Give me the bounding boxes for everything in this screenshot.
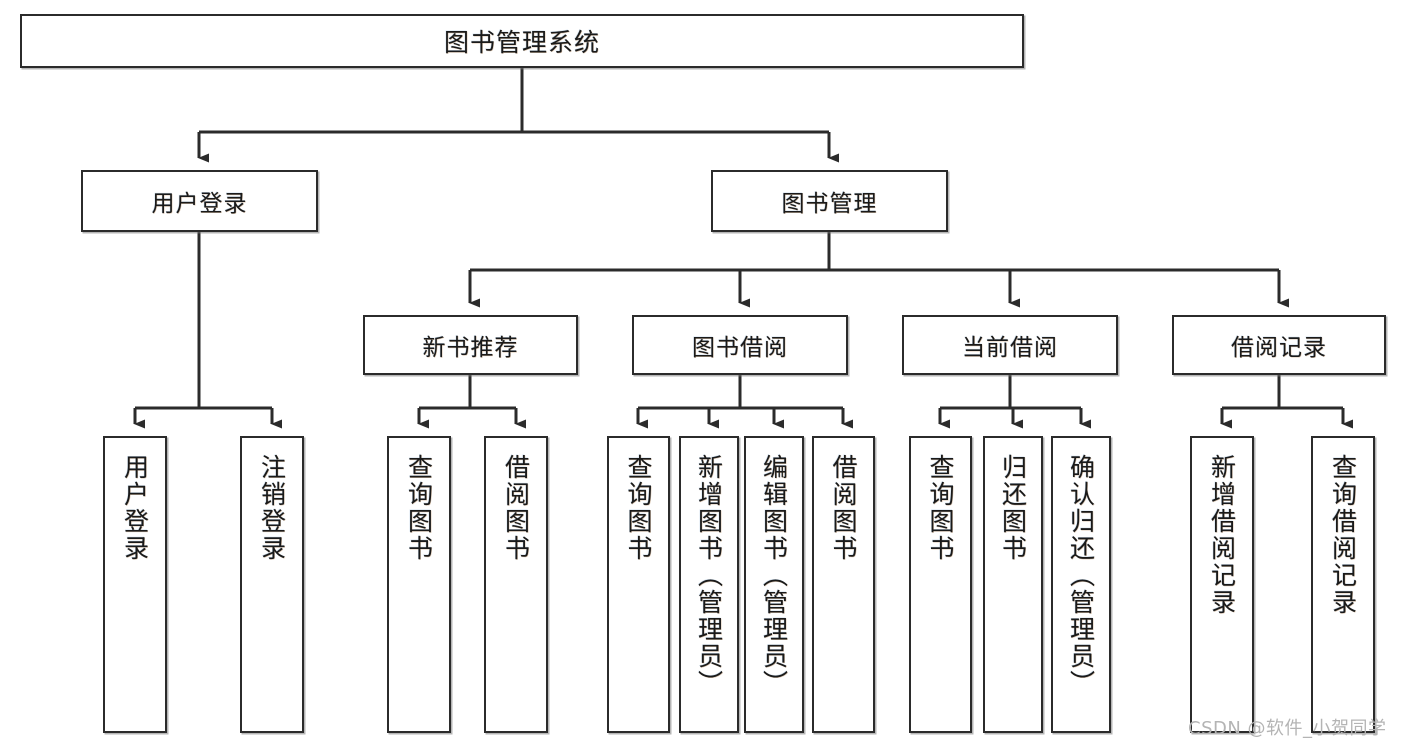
node-label: 借阅图书 xyxy=(501,454,531,562)
leaf-add-book-admin[interactable]: 新增图书（管理员） xyxy=(679,436,739,733)
node-label: 用户登录 xyxy=(120,454,150,562)
leaf-add-borrow-record[interactable]: 新增借阅记录 xyxy=(1190,436,1254,733)
node-label: 图书管理 xyxy=(781,191,878,217)
leaf-borrow-book-recommend[interactable]: 借阅图书 xyxy=(484,436,548,733)
leaf-query-book-current[interactable]: 查询图书 xyxy=(909,436,972,733)
node-label: 查询图书 xyxy=(624,454,653,562)
csdn-watermark: CSDN @软件_小贺同学 xyxy=(1188,718,1387,739)
node-label: 图书管理系统 xyxy=(443,28,600,57)
node-label: 查询图书 xyxy=(926,454,955,562)
node-label: 借阅记录 xyxy=(1231,335,1327,361)
node-label: 当前借阅 xyxy=(962,335,1058,361)
node-label: 借阅图书 xyxy=(829,454,858,562)
node-label: 新增借阅记录 xyxy=(1207,454,1237,616)
node-label: 新增图书（管理员） xyxy=(694,454,724,697)
node-borrow-record[interactable]: 借阅记录 xyxy=(1172,315,1386,375)
node-label: 确认归还（管理员） xyxy=(1066,454,1096,697)
node-label: 用户登录 xyxy=(151,191,248,217)
node-label: 图书借阅 xyxy=(692,335,788,361)
node-label: 查询图书 xyxy=(404,454,434,562)
node-label: 新书推荐 xyxy=(422,335,519,361)
node-label: 注销登录 xyxy=(257,454,287,562)
leaf-return-book[interactable]: 归还图书 xyxy=(983,436,1043,733)
leaf-edit-book-admin[interactable]: 编辑图书（管理员） xyxy=(744,436,804,733)
node-label: 归还图书 xyxy=(998,454,1028,562)
node-book-management[interactable]: 图书管理 xyxy=(711,170,948,232)
leaf-query-borrow-record[interactable]: 查询借阅记录 xyxy=(1311,436,1375,733)
node-current-borrow[interactable]: 当前借阅 xyxy=(902,315,1118,375)
leaf-confirm-return-admin[interactable]: 确认归还（管理员） xyxy=(1051,436,1111,733)
node-new-book-recommend[interactable]: 新书推荐 xyxy=(363,315,578,375)
leaf-user-login[interactable]: 用户登录 xyxy=(103,436,167,733)
leaf-borrow-book[interactable]: 借阅图书 xyxy=(812,436,875,733)
node-label: 查询借阅记录 xyxy=(1328,454,1358,616)
leaf-query-book-recommend[interactable]: 查询图书 xyxy=(387,436,451,733)
leaf-logout[interactable]: 注销登录 xyxy=(240,436,304,733)
leaf-query-book-borrow[interactable]: 查询图书 xyxy=(607,436,670,733)
node-user-login[interactable]: 用户登录 xyxy=(81,170,318,232)
node-root-system[interactable]: 图书管理系统 xyxy=(20,14,1024,68)
node-book-borrow[interactable]: 图书借阅 xyxy=(632,315,848,375)
node-label: 编辑图书（管理员） xyxy=(759,454,789,697)
